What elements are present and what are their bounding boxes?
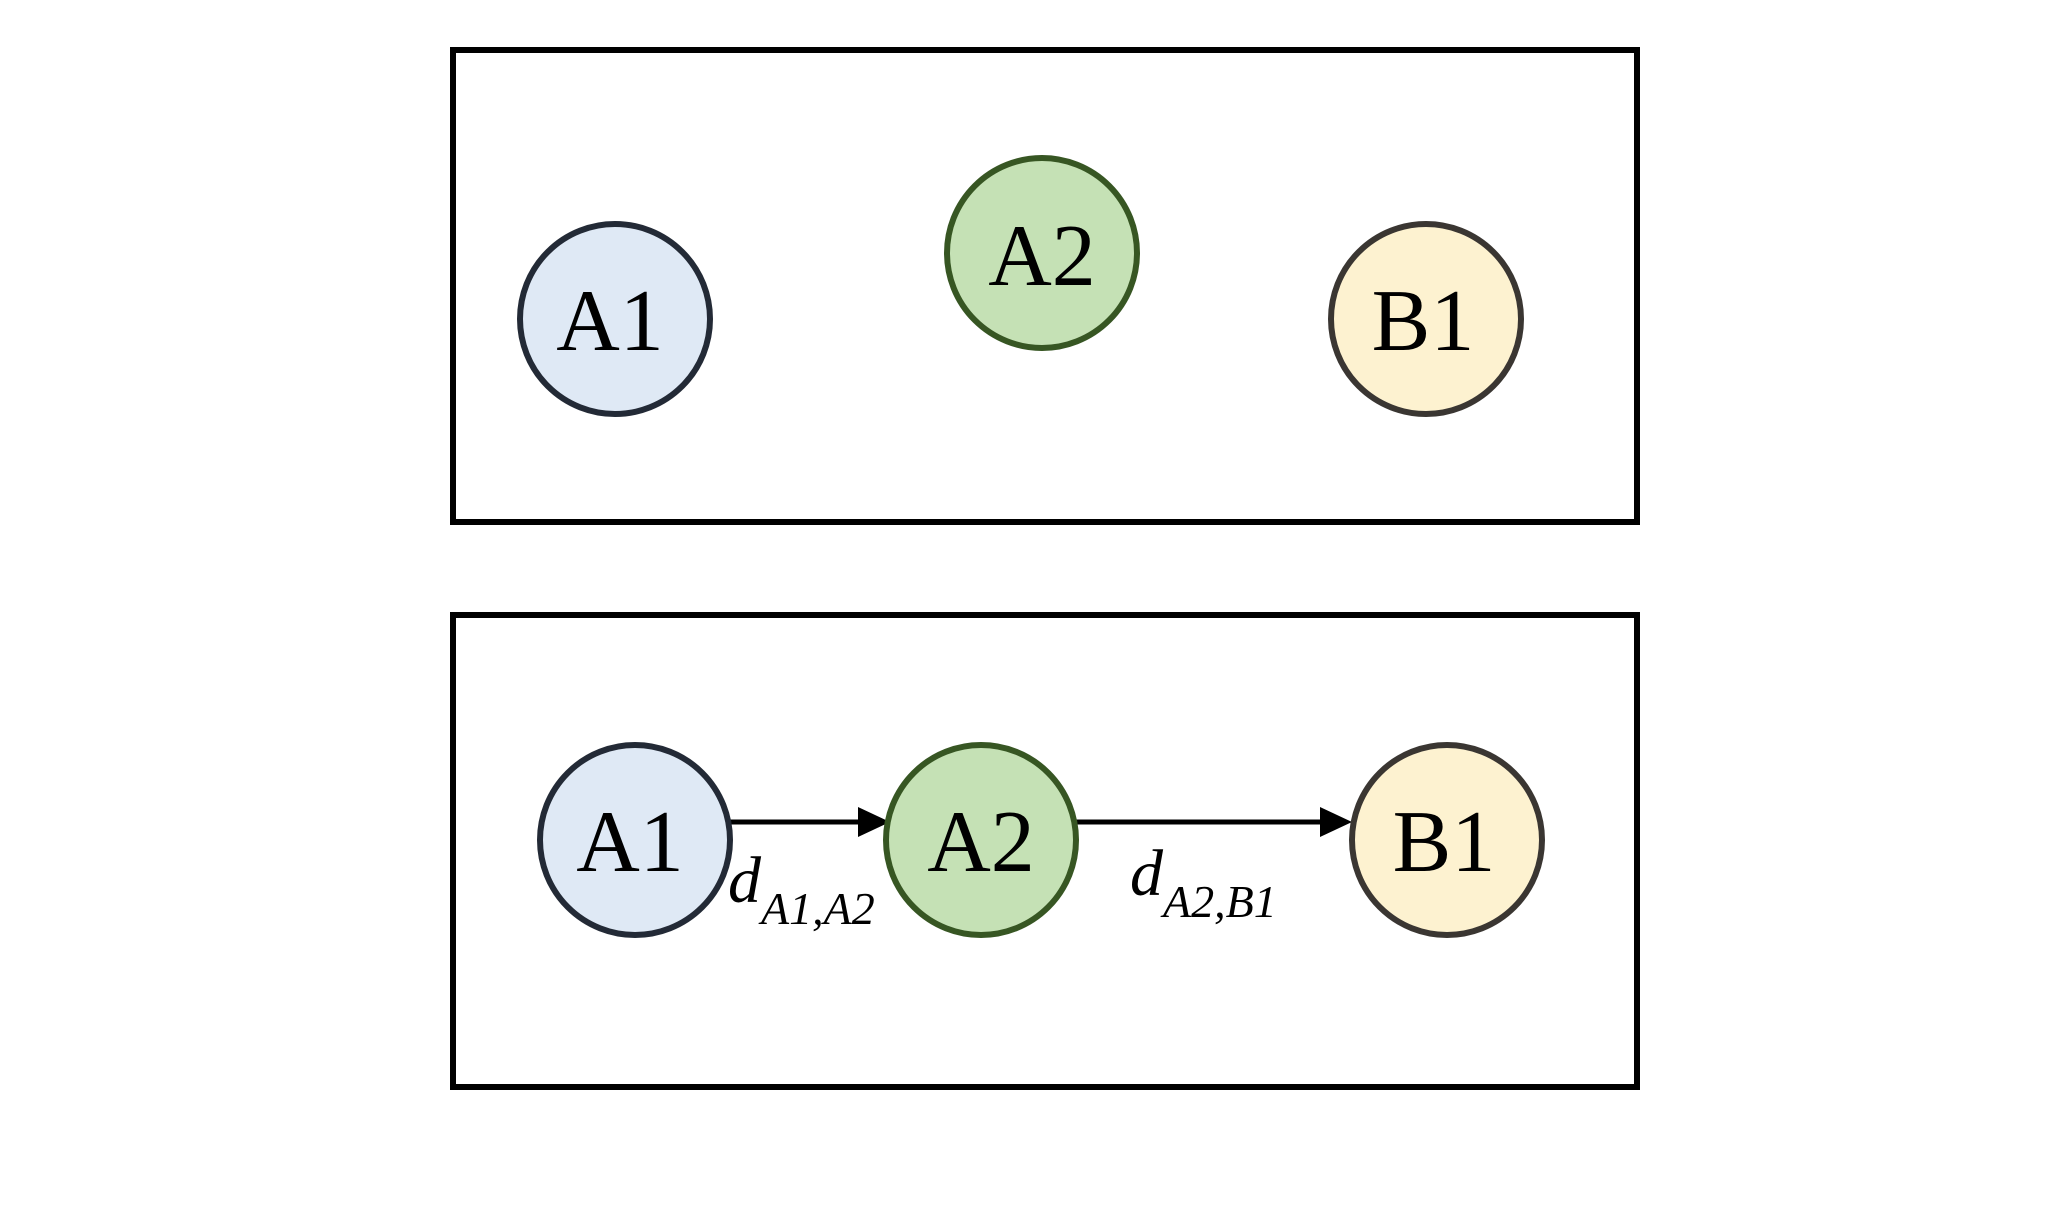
edge-a2-b1-label-sub: A2,B1 xyxy=(1160,876,1277,927)
node-b1-label: B1 xyxy=(1372,273,1475,370)
node-a1: A1 xyxy=(517,221,713,417)
edge-a2-b1-label: dA2,B1 xyxy=(1130,837,1277,927)
edge-a1-a2-label-sub: A1,A2 xyxy=(758,883,875,934)
panel-unordered: A1 A2 B1 xyxy=(450,47,1640,525)
node-a2-circle xyxy=(944,155,1140,351)
node-a2-label: A2 xyxy=(927,794,1035,891)
node-a1-circle xyxy=(517,221,713,417)
edge-a1-a2-label-main: d xyxy=(728,844,762,917)
node-a1-circle xyxy=(537,742,733,938)
edge-a2-b1: dA2,B1 xyxy=(1075,807,1352,927)
node-a2: A2 xyxy=(944,155,1140,351)
panel-unordered-frame xyxy=(450,47,1640,525)
node-b1: B1 xyxy=(1349,742,1545,938)
node-a2-label: A2 xyxy=(988,208,1096,305)
edge-a1-a2-label: dA1,A2 xyxy=(728,844,875,934)
edge-a1-a2: dA1,A2 xyxy=(728,807,890,934)
node-a1-label: A1 xyxy=(556,273,664,370)
panel-ordered-frame xyxy=(450,612,1640,1090)
node-a2-circle xyxy=(883,742,1079,938)
edge-a2-b1-label-main: d xyxy=(1130,837,1164,910)
node-a1-label: A1 xyxy=(576,794,684,891)
panel-ordered: dA1,A2 dA2,B1 A1 A2 B1 xyxy=(450,612,1640,1090)
node-b1: B1 xyxy=(1328,221,1524,417)
node-b1-label: B1 xyxy=(1393,794,1496,891)
node-a2: A2 xyxy=(883,742,1079,938)
node-a1: A1 xyxy=(537,742,733,938)
node-b1-circle xyxy=(1349,742,1545,938)
edge-a1-a2-arrowhead xyxy=(858,807,890,837)
edge-a2-b1-arrowhead xyxy=(1320,807,1352,837)
node-b1-circle xyxy=(1328,221,1524,417)
